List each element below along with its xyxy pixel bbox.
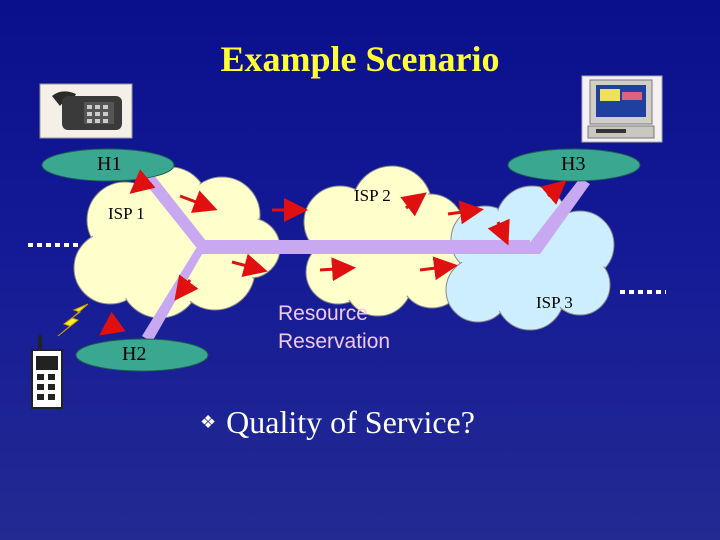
- resource-reservation-line1: Resource: [278, 302, 368, 325]
- h3-label: H3: [561, 153, 586, 175]
- arrow: [99, 311, 126, 336]
- arrow: [540, 180, 567, 205]
- arrow: [400, 192, 427, 217]
- arrow: [447, 200, 484, 225]
- slide-title: Example Scenario: [220, 39, 500, 79]
- resource-reservation-label: Resource Reservation: [278, 300, 390, 356]
- h1-label: H1: [97, 153, 122, 175]
- isp3-label: ISP 3: [536, 293, 573, 312]
- arrow: [129, 169, 156, 194]
- arrow: [179, 190, 218, 213]
- h2-label: H2: [122, 343, 147, 365]
- arrow: [231, 253, 268, 277]
- h3-ellipse: [507, 148, 641, 182]
- lightning-icon: [57, 303, 89, 337]
- diamond-bullet-icon: ❖: [200, 412, 217, 432]
- isp1-label: ISP 1: [108, 204, 145, 223]
- arrow: [319, 257, 356, 282]
- telephone-icon: [39, 83, 133, 139]
- h2-ellipse: [75, 338, 209, 372]
- computer-icon: [581, 75, 663, 143]
- arrow: [487, 218, 510, 246]
- isp2-label: ISP 2: [354, 186, 391, 205]
- resource-reservation-line2: Reservation: [278, 330, 391, 353]
- mobile-phone-icon: [31, 335, 63, 409]
- bullet-item: ❖ Quality of Service?: [200, 404, 475, 441]
- arrow: [174, 274, 199, 301]
- arrow: [419, 256, 458, 281]
- bullet-text: Quality of Service?: [226, 404, 475, 440]
- reservation-arrows: [99, 169, 567, 336]
